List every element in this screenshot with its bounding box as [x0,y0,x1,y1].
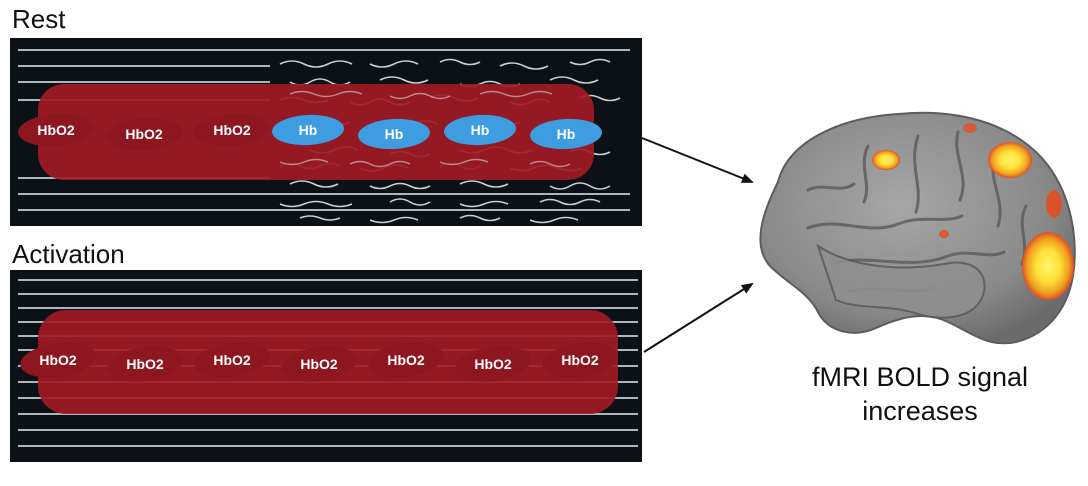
oxyhemoglobin-cell-label: HbO2 [561,352,599,368]
rest-arrow [641,137,754,183]
oxyhemoglobin-cell-shape [194,342,270,378]
bold-signal-caption: fMRI BOLD signal increases [760,360,1080,428]
oxyhemoglobin-cell-label: HbO2 [300,356,338,372]
deoxyhemoglobin-cell-shape [444,114,516,146]
deoxyhemoglobin-cell-label: Hb [557,126,576,142]
vessel-squiggle-overlay [279,90,571,168]
deoxyhemoglobin-cell-label: Hb [471,122,490,138]
oxyhemoglobin-cell: HbO2 [107,346,183,382]
caption-line-2: increases [862,396,978,426]
oxyhemoglobin-cell-shape [18,113,94,147]
deoxyhemoglobin-cell-shape [272,114,344,146]
oxyhemoglobin-cell: HbO2 [194,113,270,147]
oxyhemoglobin-cell-label: HbO2 [37,122,75,138]
oxyhemoglobin-cell: HbO2 [194,342,270,378]
activation-arrow [643,282,754,353]
oxyhemoglobin-cell: HbO2 [542,342,618,378]
oxyhemoglobin-cell-shape [194,113,270,147]
oxyhemoglobin-cell-label: HbO2 [39,352,77,368]
brain-illustration [759,111,1076,345]
activation-vessel-panel: HbO2 HbO2 HbO2 HbO2 HbO2 HbO2 HbO2 [10,270,642,462]
oxyhemoglobin-cell-label: HbO2 [213,352,251,368]
oxyhemoglobin-cell-label: HbO2 [213,122,251,138]
oxyhemoglobin-cell: HbO2 [368,342,444,378]
oxyhemoglobin-cell-label: HbO2 [125,126,163,142]
rest-label: Rest [12,4,66,34]
oxyhemoglobin-cell-shape [20,342,96,378]
deoxyhemoglobin-cell-label: Hb [385,126,404,142]
oxyhemoglobin-cell: HbO2 [106,117,182,151]
rest-vessel-diagram: HbO2 HbO2 HbO2 Hb Hb Hb Hb [18,49,630,224]
deoxyhemoglobin-cell-shape [530,118,602,150]
rest-vessel-panel: HbO2 HbO2 HbO2 Hb Hb Hb Hb [10,38,642,226]
deoxyhemoglobin-cell: Hb [444,114,516,146]
oxyhemoglobin-cell: HbO2 [281,346,357,382]
deoxyhemoglobin-cell: Hb [358,118,430,150]
oxyhemoglobin-cell-shape [542,342,618,378]
oxyhemoglobin-cell: HbO2 [455,346,531,382]
oxyhemoglobin-cell-label: HbO2 [126,356,164,372]
oxyhemoglobin-cell-shape [106,117,182,151]
deoxyhemoglobin-cell: Hb [272,114,344,146]
oxyhemoglobin-cell-label: HbO2 [474,356,512,372]
deoxyhemoglobin-cell-label: Hb [299,122,318,138]
oxyhemoglobin-cell: HbO2 [18,113,94,147]
activation-hotspots [872,123,1074,300]
oxyhemoglobin-cell-label: HbO2 [387,352,425,368]
deoxyhemoglobin-cell: Hb [530,118,602,150]
temporal-lobe-fold [816,243,986,319]
deoxyhemoglobin-cell-shape [358,118,430,150]
activation-label: Activation [12,239,125,269]
oxyhemoglobin-cell-shape [368,342,444,378]
brain-sulci [806,130,1028,294]
activation-vessel-diagram: HbO2 HbO2 HbO2 HbO2 HbO2 HbO2 HbO2 [18,279,638,447]
oxyhemoglobin-cell-shape [455,346,531,382]
oxyhemoglobin-cell: HbO2 [20,342,96,378]
oxyhemoglobin-cell-shape [107,346,183,382]
oxyhemoglobin-cell-shape [281,346,357,382]
caption-line-1: fMRI BOLD signal [811,362,1029,392]
